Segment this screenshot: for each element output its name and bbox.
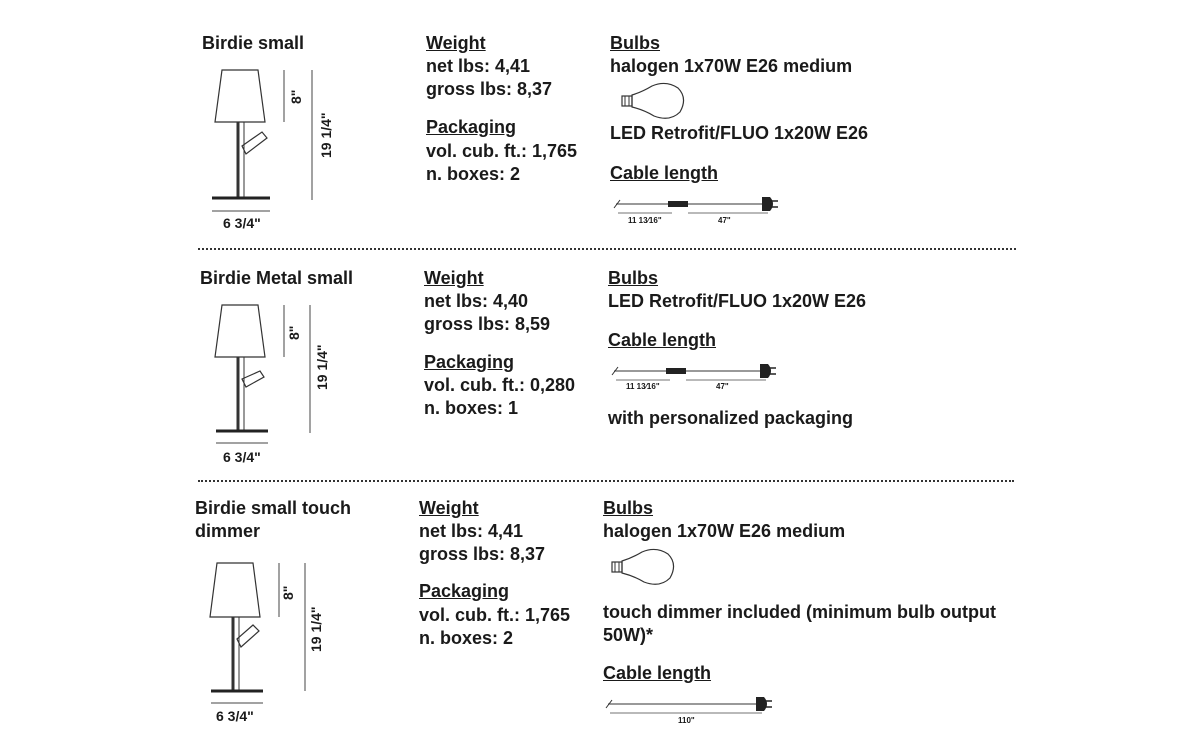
bulbs-heading: Bulbs — [603, 498, 654, 518]
cable-drawing — [605, 697, 772, 714]
packaging-heading: Packaging — [424, 352, 515, 372]
section-divider — [198, 480, 1014, 482]
shade-height-dim: 8" — [288, 89, 304, 104]
bulb-led: LED Retrofit/FLUO 1x20W E26 — [610, 123, 869, 143]
total-height-dim: 19 1/4" — [318, 112, 334, 158]
packaging-volume: vol. cub. ft.: 1,765 — [426, 141, 578, 161]
bulb-halogen: halogen 1x70W E26 medium — [603, 521, 846, 541]
product-name-line2: dimmer — [195, 521, 261, 541]
cable-heading: Cable length — [608, 330, 717, 350]
lamp-drawing — [209, 562, 306, 704]
shade-height-dim: 8" — [280, 585, 296, 600]
cable-left-dim: 11 13⁄16" — [626, 382, 660, 391]
cable-heading: Cable length — [610, 163, 719, 183]
packaging-volume: vol. cub. ft.: 0,280 — [424, 375, 576, 395]
weight-heading: Weight — [424, 268, 484, 288]
weight-heading: Weight — [426, 33, 486, 53]
cable-left-dim: 11 13⁄16" — [628, 216, 662, 225]
total-height-dim: 19 1/4" — [308, 606, 324, 652]
packaging-volume: vol. cub. ft.: 1,765 — [419, 605, 571, 625]
weight-net: net lbs: 4,41 — [419, 521, 524, 541]
bulb-halogen: halogen 1x70W E26 medium — [610, 56, 853, 76]
bulb-icon — [611, 548, 675, 585]
cable-drawing — [613, 197, 778, 214]
bulbs-heading: Bulbs — [610, 33, 661, 53]
lamp-drawing — [212, 69, 313, 212]
bulbs-heading: Bulbs — [608, 268, 659, 288]
dimmer-note-line2: 50W)* — [603, 625, 654, 645]
lamp-drawing — [214, 304, 311, 444]
weight-gross: gross lbs: 8,59 — [424, 314, 551, 334]
section-divider — [198, 248, 1016, 250]
cable-right-dim: 47" — [716, 382, 729, 391]
cable-right-dim: 47" — [718, 216, 731, 225]
packaging-boxes: n. boxes: 2 — [426, 164, 521, 184]
dimmer-note: touch dimmer included (minimum bulb outp… — [603, 602, 996, 622]
packaging-heading: Packaging — [426, 117, 517, 137]
product-name: Birdie Metal small — [200, 268, 354, 288]
product-name: Birdie small touch — [195, 498, 352, 518]
packaging-heading: Packaging — [419, 581, 510, 601]
cable-drawing — [611, 364, 776, 381]
weight-gross: gross lbs: 8,37 — [426, 79, 553, 99]
product-name: Birdie small — [202, 33, 305, 53]
shade-height-dim: 8" — [286, 325, 302, 340]
weight-heading: Weight — [419, 498, 479, 518]
base-width-dim: 6 3/4" — [223, 215, 261, 231]
packaging-boxes: n. boxes: 2 — [419, 628, 514, 648]
weight-net: net lbs: 4,40 — [424, 291, 529, 311]
packaging-boxes: n. boxes: 1 — [424, 398, 519, 418]
bulb-icon — [621, 82, 685, 119]
bulb-led: LED Retrofit/FLUO 1x20W E26 — [608, 291, 867, 311]
base-width-dim: 6 3/4" — [216, 708, 254, 724]
weight-gross: gross lbs: 8,37 — [419, 544, 546, 564]
base-width-dim: 6 3/4" — [223, 449, 261, 465]
weight-net: net lbs: 4,41 — [426, 56, 531, 76]
cable-length-dim: 110" — [678, 716, 695, 725]
total-height-dim: 19 1/4" — [314, 344, 330, 390]
packaging-note: with personalized packaging — [608, 408, 854, 428]
cable-heading: Cable length — [603, 663, 712, 683]
